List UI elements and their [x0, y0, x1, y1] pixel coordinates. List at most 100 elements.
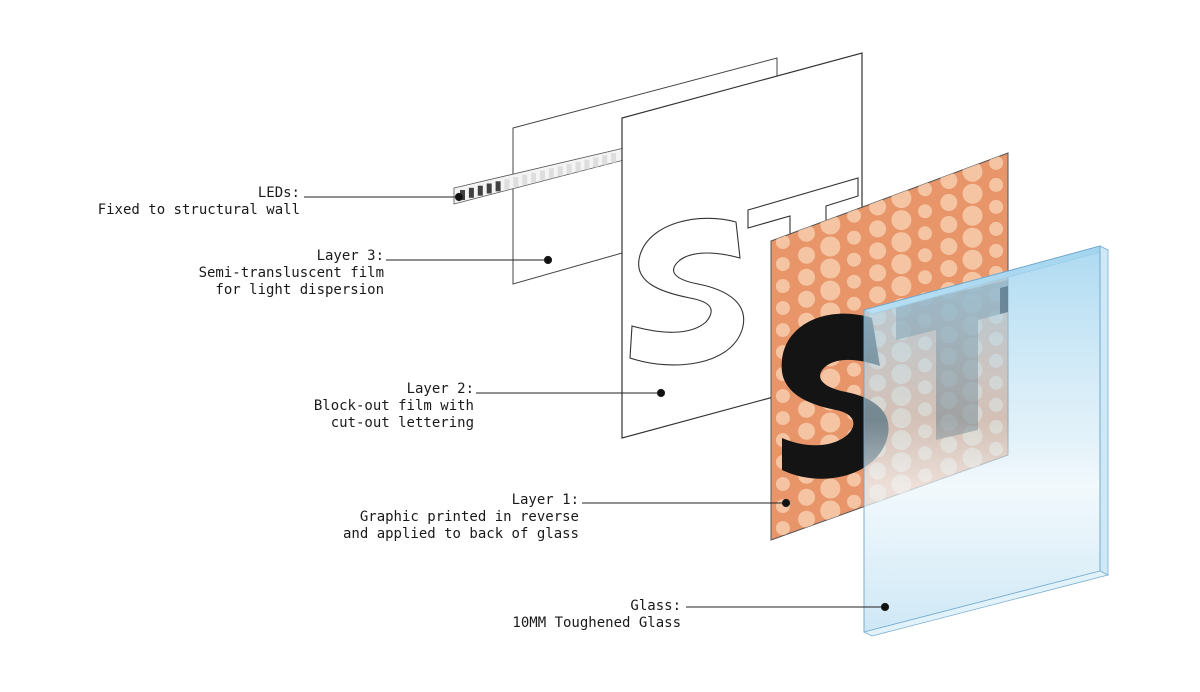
pattern-dot	[798, 290, 815, 308]
pattern-dot	[820, 500, 841, 521]
graphic-letter-s	[781, 313, 889, 479]
leader-dot-glass	[880, 602, 890, 612]
pattern-dot	[847, 252, 861, 267]
led-cell	[531, 172, 537, 183]
label-layer1-line1: Graphic printed in reverse	[359, 509, 579, 525]
pattern-dot	[891, 232, 912, 253]
leader-dot-layer1	[781, 498, 791, 508]
label-leds: LEDs: Fixed to structural wall	[98, 185, 300, 219]
pattern-dot	[775, 521, 790, 536]
pattern-dot	[820, 478, 841, 499]
pattern-dot	[775, 301, 790, 316]
label-layer1-title: Layer 1:	[511, 492, 579, 508]
pattern-dot	[962, 183, 983, 204]
pattern-dot	[798, 488, 815, 506]
pattern-dot	[989, 243, 1004, 258]
pattern-dot	[869, 264, 887, 282]
leader-dot-layer2	[656, 388, 666, 398]
led-cell	[468, 187, 474, 198]
pattern-dot	[918, 248, 932, 263]
led-cell	[540, 170, 545, 181]
led-cell	[611, 153, 617, 164]
led-cell	[575, 161, 581, 172]
pattern-dot	[962, 227, 983, 248]
pattern-dot	[820, 280, 841, 301]
led-cell	[495, 181, 501, 192]
label-layer1-line2: and applied to back of glass	[342, 526, 579, 542]
label-layer3-line2: for light dispersion	[215, 282, 384, 298]
pattern-dot	[989, 221, 1004, 236]
pattern-dot	[798, 400, 815, 418]
led-cell	[593, 157, 599, 168]
label-layer3-title: Layer 3:	[316, 248, 384, 264]
pattern-dot	[775, 411, 790, 426]
pattern-dot	[891, 210, 912, 231]
pattern-dot	[891, 188, 912, 209]
glass-pane	[862, 245, 1110, 637]
pattern-dot	[798, 246, 815, 264]
led-cell	[566, 164, 572, 174]
pattern-dot	[820, 236, 841, 257]
pattern-dot	[775, 477, 790, 492]
pattern-dot	[989, 177, 1004, 192]
pattern-dot	[940, 260, 958, 277]
pattern-dot	[847, 494, 861, 509]
pattern-dot	[940, 238, 958, 255]
label-layer2: Layer 2: Block-out film with cut-out let…	[314, 381, 474, 432]
pattern-dot	[918, 226, 932, 241]
label-layer1: Layer 1: Graphic printed in reverse and …	[343, 492, 579, 543]
pattern-dot	[918, 204, 932, 219]
led-cell	[557, 166, 563, 177]
cutout-letter-s	[629, 217, 745, 366]
led-cell	[486, 183, 492, 194]
pattern-dot	[847, 296, 861, 311]
led-cell	[513, 177, 519, 187]
led-cell	[602, 155, 608, 166]
leader-dot-leds	[454, 192, 464, 202]
pattern-dot	[940, 216, 958, 233]
led-cell	[504, 179, 510, 190]
pattern-dot	[820, 412, 841, 433]
pattern-dot	[869, 242, 887, 260]
label-layer3-line1: Semi-transluscent film	[198, 265, 384, 281]
label-glass-title: Glass:	[630, 598, 681, 614]
pattern-dot	[775, 389, 790, 404]
pattern-dot	[847, 208, 861, 223]
pattern-dot	[891, 276, 912, 297]
pattern-dot	[989, 199, 1004, 214]
pattern-dot	[798, 268, 815, 286]
label-glass: Glass: 10MM Toughened Glass	[512, 598, 681, 632]
pattern-dot	[918, 270, 932, 285]
label-layer2-line2: cut-out lettering	[330, 415, 474, 431]
led-strip	[453, 147, 625, 205]
pattern-dot	[775, 279, 790, 294]
pattern-dot	[847, 274, 861, 289]
pattern-dot	[989, 155, 1004, 170]
pattern-dot	[940, 194, 958, 211]
pattern-dot	[798, 510, 815, 528]
led-cell	[584, 159, 590, 170]
leader-dot-layer3	[543, 255, 553, 265]
pattern-dot	[820, 258, 841, 279]
pattern-dot	[962, 249, 983, 270]
pattern-dot	[798, 422, 815, 440]
pattern-dot	[847, 472, 861, 487]
label-leds-title: LEDs:	[257, 185, 300, 201]
label-layer3: Layer 3: Semi-transluscent film for ligh…	[199, 248, 384, 299]
led-cell	[522, 174, 528, 185]
pattern-dot	[820, 368, 841, 389]
label-layer2-title: Layer 2:	[406, 381, 474, 397]
label-glass-line1: 10MM Toughened Glass	[512, 615, 681, 631]
label-layer2-line1: Block-out film with	[313, 398, 474, 414]
pattern-dot	[775, 323, 790, 338]
led-cell	[477, 185, 483, 196]
pattern-dot	[891, 254, 912, 275]
pattern-dot	[775, 235, 790, 250]
label-leds-line1: Fixed to structural wall	[97, 202, 300, 218]
pattern-dot	[918, 182, 932, 197]
pattern-dot	[847, 362, 861, 377]
pattern-dot	[962, 161, 983, 182]
pattern-dot	[869, 286, 887, 304]
pattern-dot	[962, 205, 983, 226]
